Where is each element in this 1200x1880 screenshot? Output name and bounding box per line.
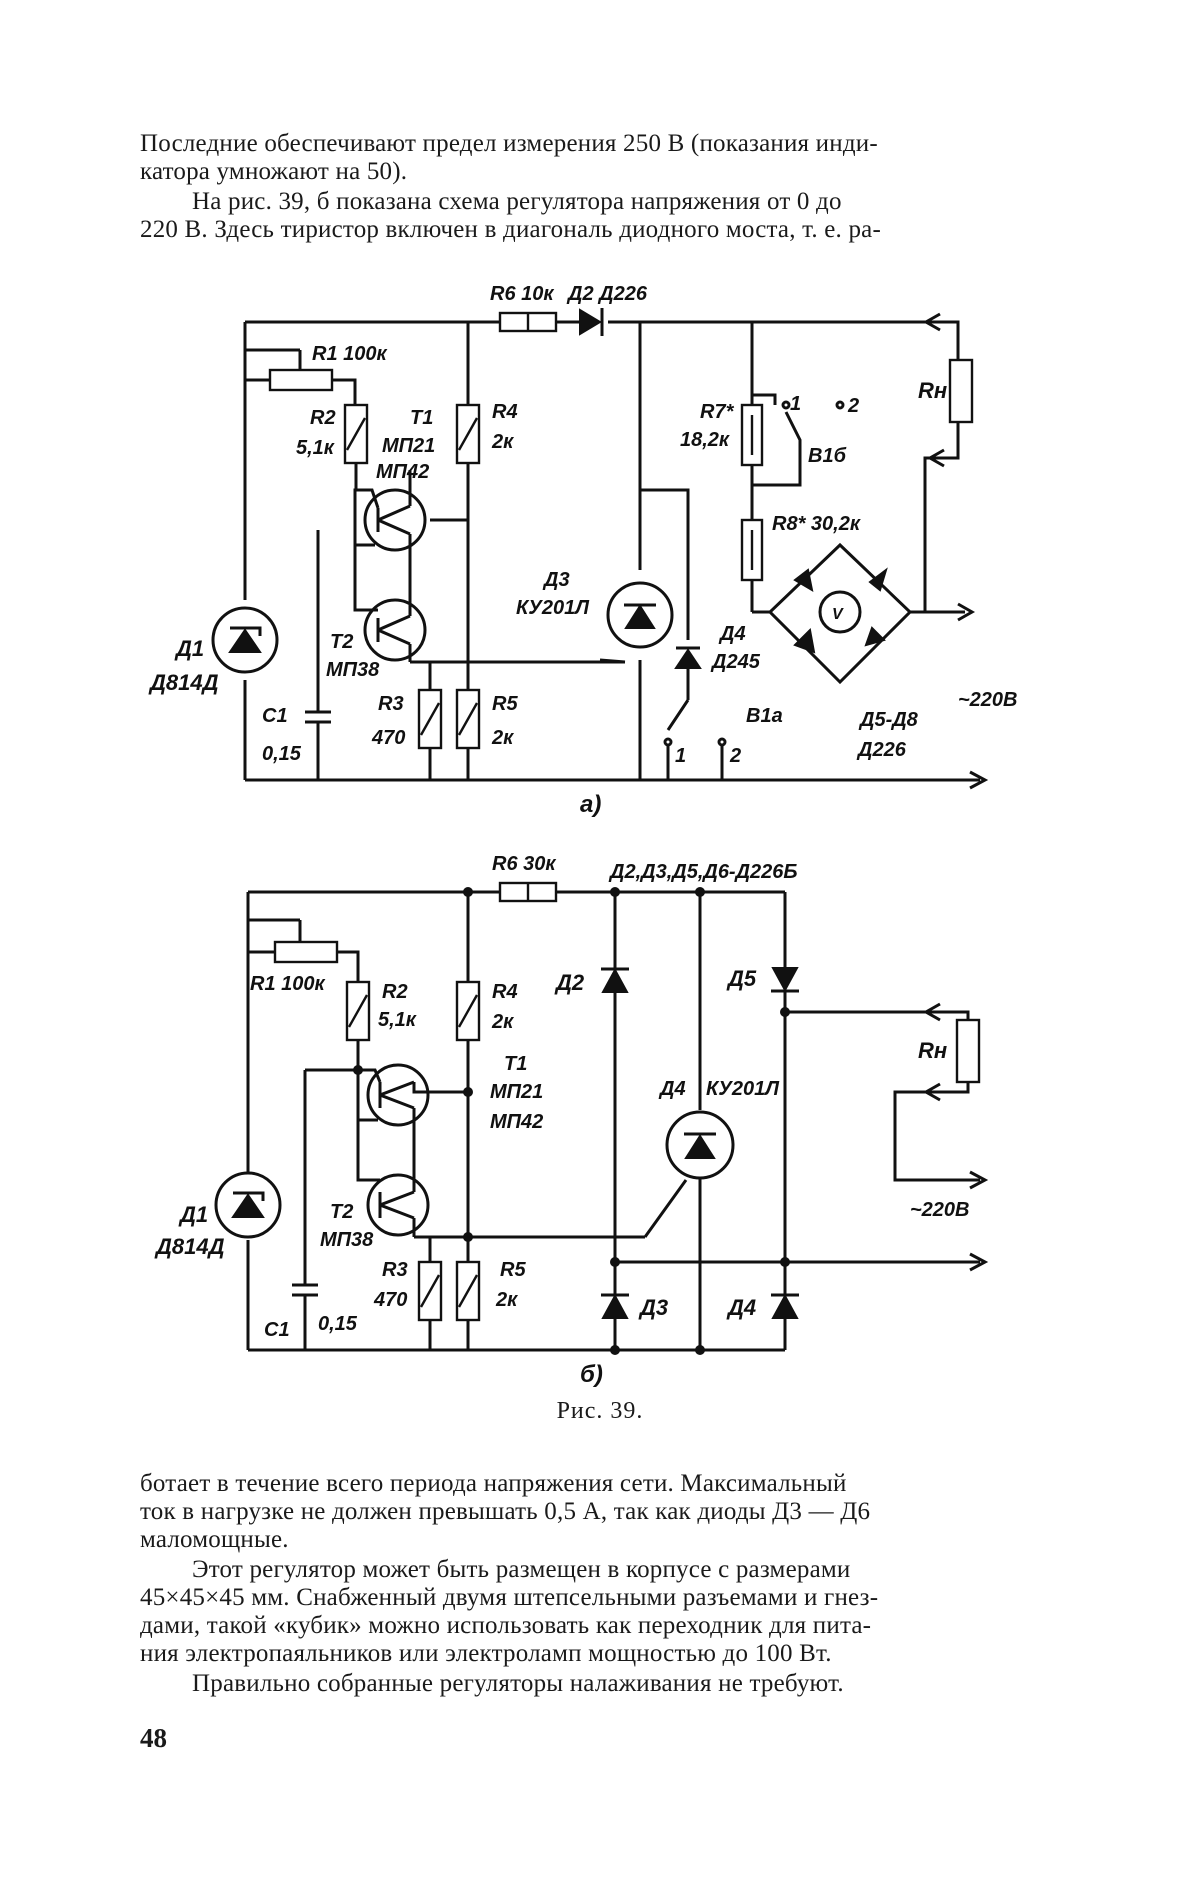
text-line: маломощные. xyxy=(140,1526,1070,1554)
paragraph-5: Правильно собранные регуляторы налаживан… xyxy=(140,1670,1070,1698)
label-r3-val-b: 470 xyxy=(373,1289,407,1311)
label-d4-b: Д4 xyxy=(726,1295,756,1320)
page-number: 48 xyxy=(140,1723,167,1754)
label-diagram-b: б) xyxy=(580,1361,603,1388)
label-r5-val-b: 2к xyxy=(495,1289,518,1311)
paragraph-3: ботает в течение всего периода напряжени… xyxy=(140,1470,1070,1554)
label-c1-val-b: 0,15 xyxy=(318,1313,358,1335)
label-d2-b: Д2 xyxy=(554,970,585,995)
label-r1-b: R1 100к xyxy=(250,973,325,995)
label-t2-type-b: МП38 xyxy=(320,1229,374,1251)
label-mains-b: ~220В xyxy=(910,1199,970,1221)
label-d1-name-b: Д1 xyxy=(178,1202,208,1227)
text-line: Правильно собранные регуляторы налаживан… xyxy=(140,1670,1070,1698)
label-d1-type-b: Д814Д xyxy=(154,1234,225,1259)
label-d3-b: Д3 xyxy=(638,1295,668,1320)
label-rn-b: Rн xyxy=(918,1038,947,1063)
label-r4-val-b: 2к xyxy=(491,1011,514,1033)
label-r2-val-b: 5,1к xyxy=(378,1009,417,1031)
label-d5-b: Д5 xyxy=(726,966,757,991)
label-t2-name-b: T2 xyxy=(330,1201,353,1223)
text-line: ния электропаяльников или электроламп мо… xyxy=(140,1640,1070,1668)
label-r5-name-b: R5 xyxy=(500,1259,526,1281)
figure-caption: Рис. 39. xyxy=(0,1398,1200,1425)
label-t1-type1-b: МП21 xyxy=(490,1081,543,1103)
label-diodes-b: Д2,Д3,Д5,Д6-Д226Б xyxy=(608,861,798,883)
label-r3-name-b: R3 xyxy=(382,1259,408,1281)
paragraph-4: Этот регулятор может быть размещен в кор… xyxy=(140,1556,1070,1668)
text-line: ботает в течение всего периода напряжени… xyxy=(140,1470,1070,1498)
text-line: дами, такой «кубик» можно использовать к… xyxy=(140,1612,1070,1640)
label-r6-b: R6 30к xyxy=(492,853,556,875)
label-r2-name-b: R2 xyxy=(382,981,408,1003)
label-t1-name-b: T1 xyxy=(504,1053,527,1075)
text-line: 45×45×45 мм. Снабженный двумя штепсельны… xyxy=(140,1584,1070,1612)
label-scr-type-b: КУ201Л xyxy=(706,1078,780,1100)
text-line: Этот регулятор может быть размещен в кор… xyxy=(140,1556,1070,1584)
label-t1-type2-b: МП42 xyxy=(490,1111,543,1133)
text-line: ток в нагрузке не должен превышать 0,5 А… xyxy=(140,1498,1070,1526)
label-d4-scr-b: Д4 xyxy=(658,1078,686,1100)
label-c1-name-b: C1 xyxy=(264,1319,290,1341)
label-r4-name-b: R4 xyxy=(492,981,518,1003)
